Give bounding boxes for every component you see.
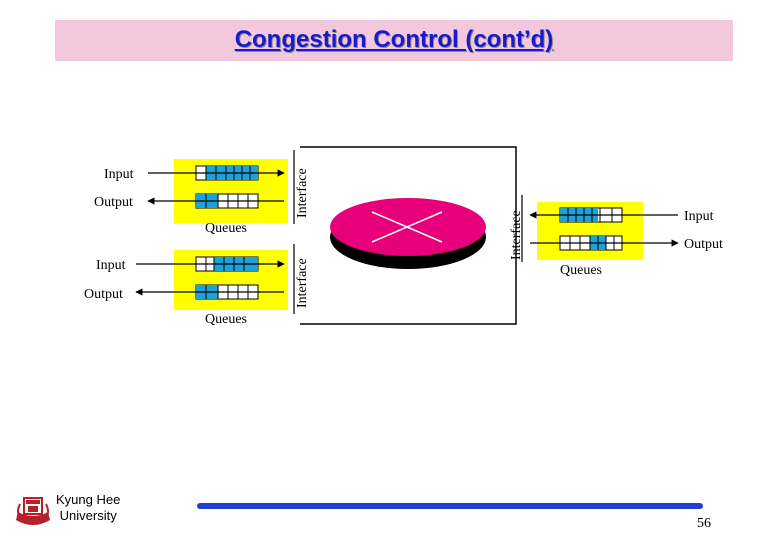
label-right-queues: Queues <box>560 263 602 278</box>
label-left-bottom-interface: Interface <box>295 258 310 308</box>
router-frame <box>300 146 517 325</box>
university-name-line1: Kyung Hee <box>56 492 121 507</box>
label-left-top-output: Output <box>94 195 133 210</box>
university-name: Kyung Hee University <box>56 492 120 524</box>
title-bar: Congestion Control (cont’d) <box>55 20 733 61</box>
footer-bar <box>197 503 703 509</box>
label-right-input: Input <box>684 209 714 224</box>
label-left-top-input: Input <box>104 167 134 182</box>
label-right-interface: Interface <box>509 210 524 260</box>
label-left-bottom-queues: Queues <box>205 312 247 327</box>
university-name-line2: University <box>59 508 117 523</box>
page-number: 56 <box>697 516 711 531</box>
university-seal-icon <box>16 497 50 525</box>
label-right-output: Output <box>684 237 723 252</box>
router-switch-cross <box>371 211 443 243</box>
label-left-top-queues: Queues <box>205 221 247 236</box>
slide-title: Congestion Control (cont’d) <box>234 26 554 53</box>
label-left-bottom-input: Input <box>96 258 126 273</box>
label-left-top-interface: Interface <box>295 168 310 218</box>
label-left-bottom-output: Output <box>84 287 123 302</box>
